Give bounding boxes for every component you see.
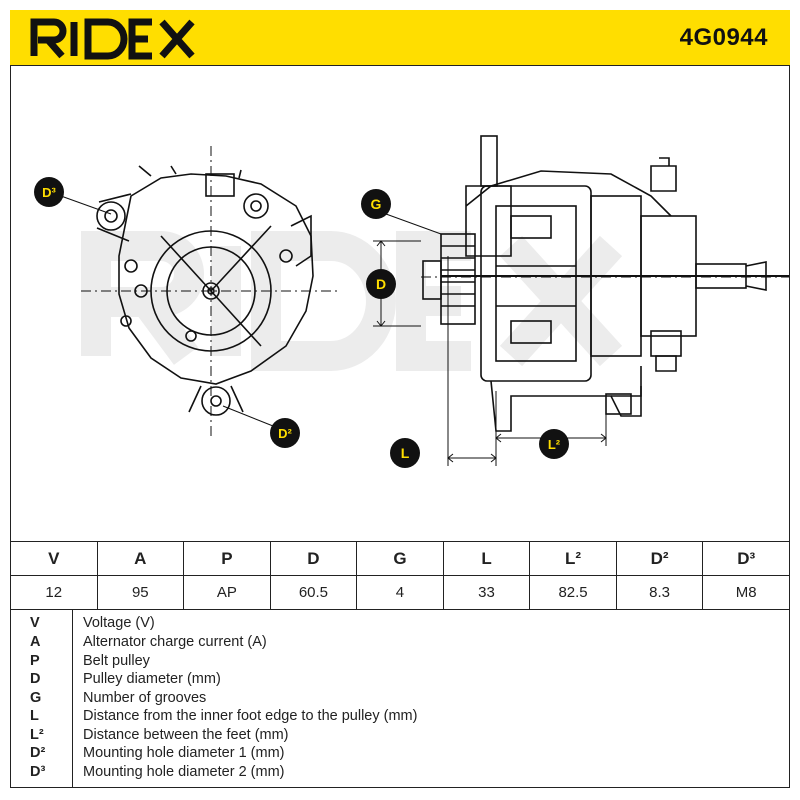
specs-header-cell: D: [269, 541, 358, 576]
marker-l2: L²: [539, 429, 569, 459]
alternator-side-view: [421, 135, 789, 432]
specs-header-cell: L²: [529, 541, 617, 576]
ridex-logo-mark: [30, 18, 195, 60]
marker-g: G: [361, 189, 391, 219]
specs-value-cell: 12: [10, 575, 98, 610]
legend-item-grooves: G Number of grooves: [10, 690, 790, 708]
legend-text: Number of grooves: [83, 690, 207, 706]
legend-text: Mounting hole diameter 2 (mm): [83, 764, 285, 780]
legend-text: Belt pulley: [83, 653, 150, 669]
legend-item-hole-2: D³ Mounting hole diameter 2 (mm): [10, 764, 790, 782]
legend-symbol: A: [30, 634, 41, 650]
legend-text: Alternator charge current (A): [83, 634, 267, 650]
legend-item-pulley-diameter: D Pulley diameter (mm): [10, 671, 790, 689]
legend-item-foot-distance: L Distance from the inner foot edge to t…: [10, 708, 790, 726]
legend-symbol: V: [30, 615, 40, 631]
specs-header-cell: G: [356, 541, 444, 576]
specs-value-cell: 4: [356, 575, 444, 610]
legend-item-current: A Alternator charge current (A): [10, 634, 790, 652]
legend-divider: [72, 610, 73, 788]
specs-value-cell: 95: [96, 575, 185, 610]
specs-value-row: 12 95 AP 60.5 4 33 82.5 8.3 M8: [10, 575, 790, 610]
header-bar: 4G0944: [10, 10, 790, 66]
legend-symbol: L: [30, 708, 39, 724]
specs-header-row: V A P D G L L² D² D³: [10, 541, 790, 576]
specs-value-cell: 82.5: [529, 575, 617, 610]
technical-drawing: D³ G D D² L L²: [34, 135, 789, 468]
marker-d2-label: D²: [278, 426, 292, 441]
specs-value-cell: M8: [702, 575, 790, 610]
marker-l2-label: L²: [548, 437, 561, 452]
dimension-lines: [60, 195, 607, 466]
marker-d3: D³: [34, 177, 64, 207]
part-number: 4G0944: [679, 24, 768, 51]
legend-symbol: G: [30, 690, 42, 706]
legend-symbol: D³: [30, 764, 46, 780]
specs-value-cell: 8.3: [615, 575, 704, 610]
specs-header-cell: A: [96, 541, 185, 576]
specs-header-cell: L: [442, 541, 531, 576]
specs-value-cell: 60.5: [269, 575, 358, 610]
marker-d2: D²: [270, 418, 300, 448]
legend-item-voltage: V Voltage (V): [10, 615, 790, 633]
legend-symbol: D²: [30, 745, 46, 761]
legend-text: Distance between the feet (mm): [83, 727, 289, 743]
marker-l-label: L: [401, 445, 410, 461]
legend-text: Pulley diameter (mm): [83, 671, 221, 687]
marker-g-label: G: [371, 196, 382, 212]
marker-d3-label: D³: [42, 185, 56, 200]
legend: V Voltage (V) A Alternator charge curren…: [10, 609, 790, 788]
marker-d-label: D: [376, 276, 386, 292]
legend-symbol: D: [30, 671, 41, 687]
marker-l: L: [390, 438, 420, 468]
specs-header-cell: D³: [702, 541, 790, 576]
specs-value-cell: AP: [183, 575, 271, 610]
alternator-front-view: [81, 146, 341, 436]
legend-item-feet-distance: L² Distance between the feet (mm): [10, 727, 790, 745]
ridex-logo: [28, 16, 203, 65]
legend-text: Voltage (V): [83, 615, 155, 631]
legend-text: Distance from the inner foot edge to the…: [83, 708, 418, 724]
legend-text: Mounting hole diameter 1 (mm): [83, 745, 285, 761]
watermark-logo: [81, 231, 623, 371]
specs-header-cell: P: [183, 541, 271, 576]
legend-item-hole-1: D² Mounting hole diameter 1 (mm): [10, 745, 790, 763]
marker-d: D: [366, 269, 396, 299]
legend-symbol: P: [30, 653, 40, 669]
legend-symbol: L²: [30, 727, 44, 743]
specs-header-cell: D²: [615, 541, 704, 576]
specs-table: V A P D G L L² D² D³ 12 95 AP 60.5 4 33 …: [10, 541, 790, 610]
specs-header-cell: V: [10, 541, 98, 576]
specs-value-cell: 33: [442, 575, 531, 610]
legend-item-pulley: P Belt pulley: [10, 653, 790, 671]
